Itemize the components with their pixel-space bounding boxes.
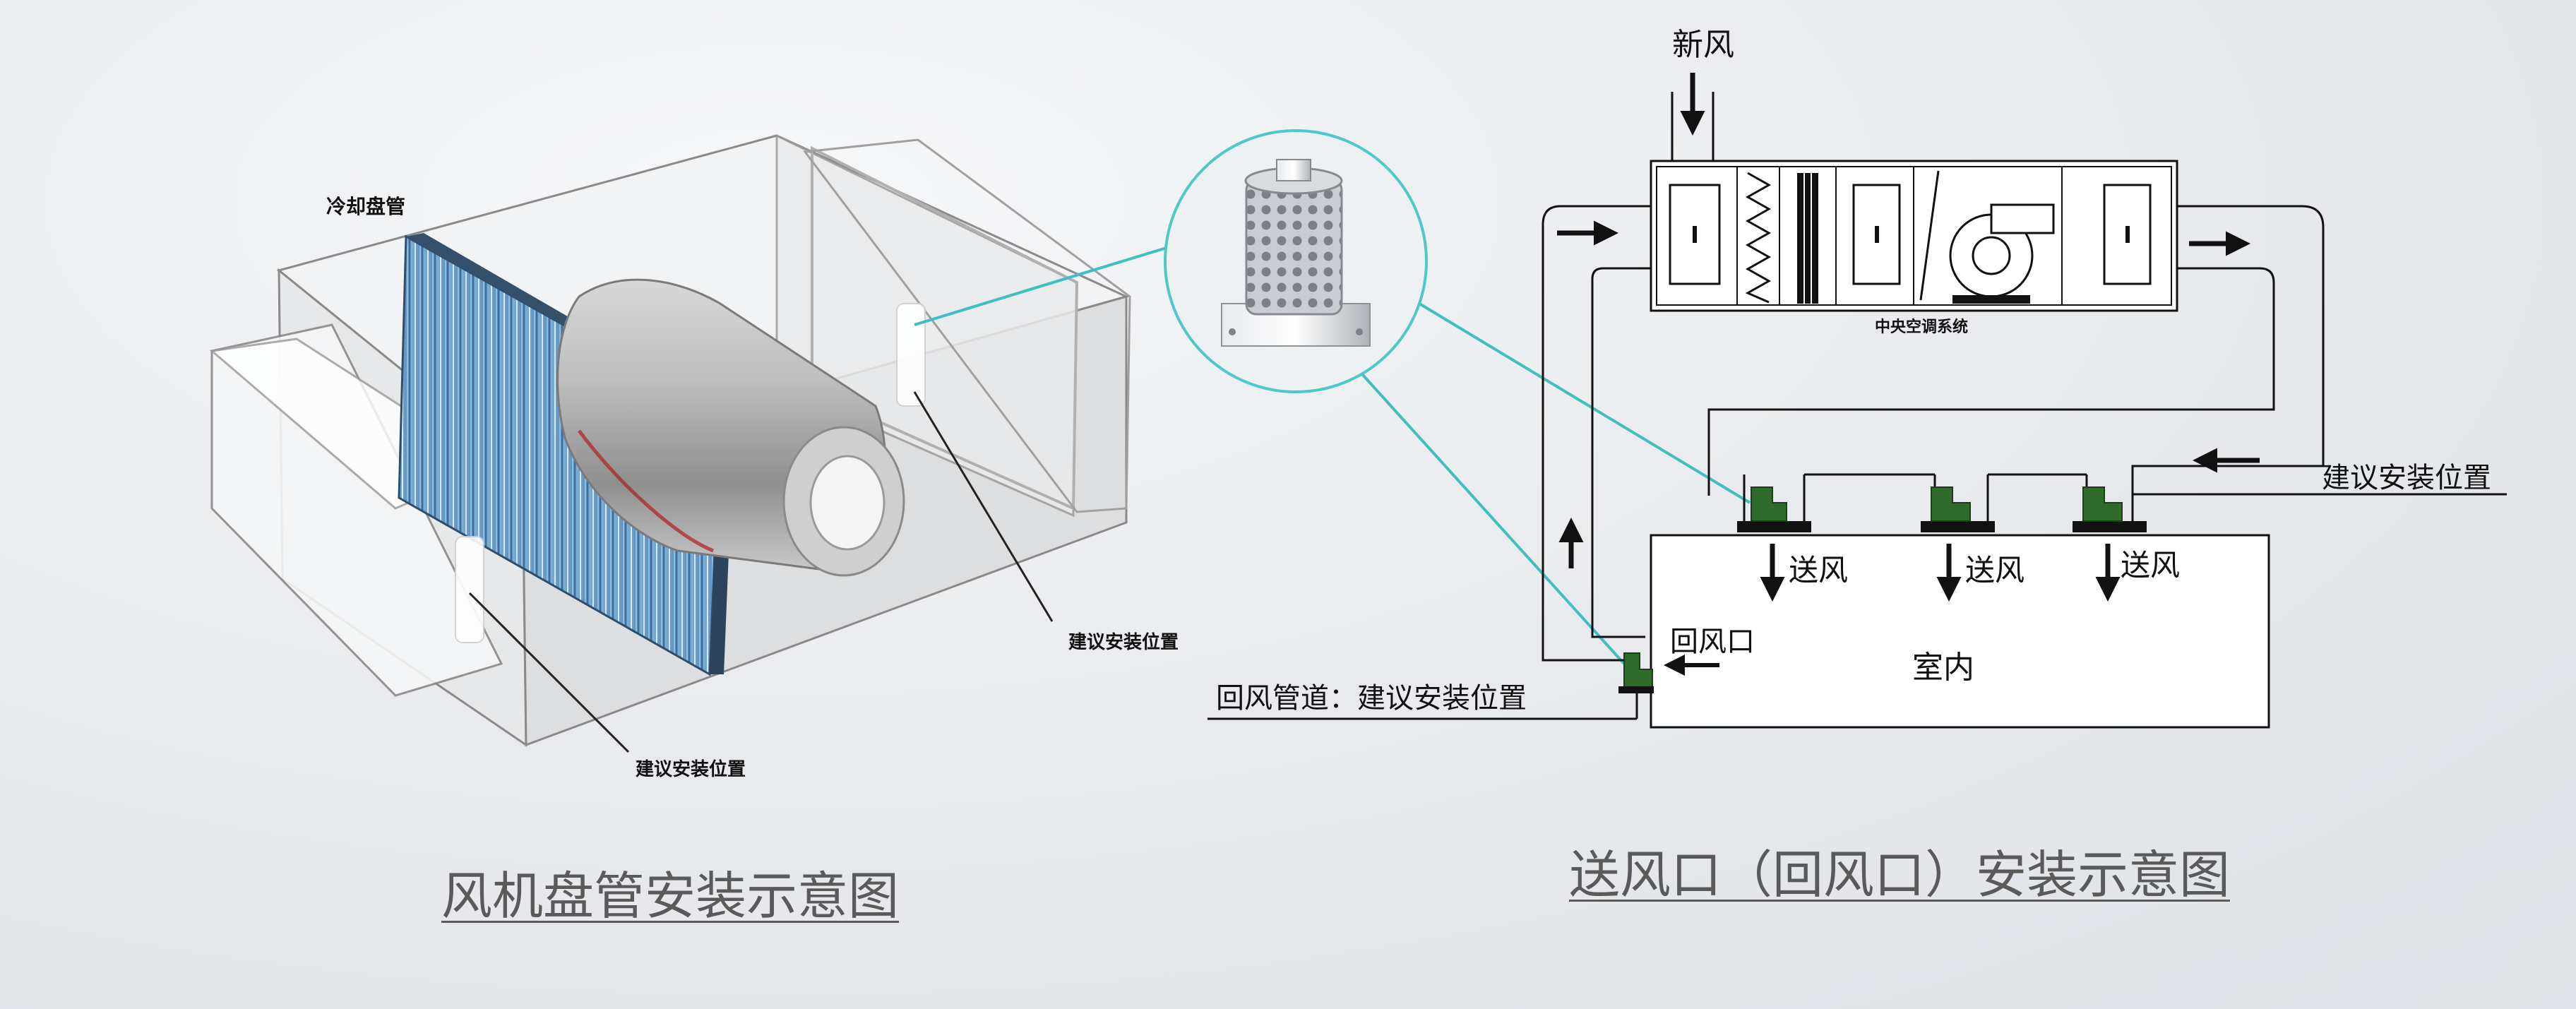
blower-outlet-inner <box>809 455 886 551</box>
ahu-door-handle-2 <box>1875 226 1879 243</box>
return-outlet-label: 回风口 <box>1670 626 1755 658</box>
ahu-coil-bank <box>1797 173 1818 304</box>
ahu-filter-zigzag <box>1745 172 1772 304</box>
install-label-fan-right: 建议安装位置 <box>1068 631 1179 653</box>
leader-teal-1 <box>914 246 1169 326</box>
return-grille <box>1618 686 1654 693</box>
device-screw-right <box>1356 328 1363 335</box>
leader-teal-2 <box>1418 302 1751 504</box>
room <box>1650 534 2270 729</box>
supply-duct-outer <box>2131 205 2325 496</box>
install-device-2 <box>1931 486 1971 522</box>
blower-red-edge <box>578 429 714 553</box>
supply-outlet-1 <box>1737 474 1811 532</box>
caption-fan-coil: 风机盘管安装示意图 <box>441 866 900 926</box>
central-ac-unit-label: 中央空调系统 <box>1875 318 1968 336</box>
install-device-1 <box>1751 486 1787 522</box>
device-ghost-left <box>455 536 484 643</box>
room-label: 室内 <box>1912 650 1974 686</box>
ahu-fan-outlet <box>1990 203 2055 234</box>
ahu-fan-base <box>1952 295 2030 304</box>
device-perforated-body <box>1245 179 1343 316</box>
inlet-duct <box>210 323 503 697</box>
fresh-air-label: 新风 <box>1672 27 1734 63</box>
return-duct-inner <box>1591 267 1651 638</box>
ahu-damper-slant <box>1919 170 1940 301</box>
install-label-fan-bottom: 建议安装位置 <box>636 758 746 780</box>
supply-label-2: 送风 <box>1965 553 2025 587</box>
coil-label: 冷却盘管 <box>326 195 405 218</box>
device-screw-left <box>1229 328 1236 335</box>
device-top-nozzle <box>1276 159 1311 181</box>
ahu-door-handle-1 <box>1693 226 1697 243</box>
ahu-fan-hub <box>1972 236 2011 275</box>
ahu-access-door-1 <box>1669 184 1721 285</box>
ahu-door-handle-3 <box>2125 226 2130 243</box>
caption-supply-outlet: 送风口（回风口）安装示意图 <box>1569 845 2231 904</box>
return-duct-outer <box>1542 205 1651 662</box>
fan-coil-illustration <box>209 133 1131 753</box>
supply-outlet-3 <box>2073 474 2147 532</box>
leader-teal-3 <box>1354 366 1626 665</box>
central-ac-diagram <box>1208 73 2507 729</box>
supply-label-3: 送风 <box>2121 548 2180 583</box>
install-device-return <box>1623 652 1653 689</box>
install-label-return: 回风管道：建议安装位置 <box>1216 682 1527 715</box>
fan-coil-rear-duct <box>803 138 1131 513</box>
leader-line-right <box>913 391 1054 622</box>
supply-label-1: 送风 <box>1789 553 1848 587</box>
device-ghost-right <box>896 303 926 407</box>
leader-line-bottom <box>468 592 630 753</box>
supply-duct-inner <box>1707 267 2275 496</box>
install-label-supply: 建议安装位置 <box>2322 462 2491 494</box>
supply-outlet-2 <box>1921 474 1995 532</box>
ahu-access-door-3 <box>2103 184 2152 285</box>
install-device-3 <box>2082 486 2123 522</box>
ahu-access-door-2 <box>1852 184 1901 285</box>
fan-coil-back-panel <box>775 133 1078 518</box>
device-closeup <box>914 129 1751 665</box>
